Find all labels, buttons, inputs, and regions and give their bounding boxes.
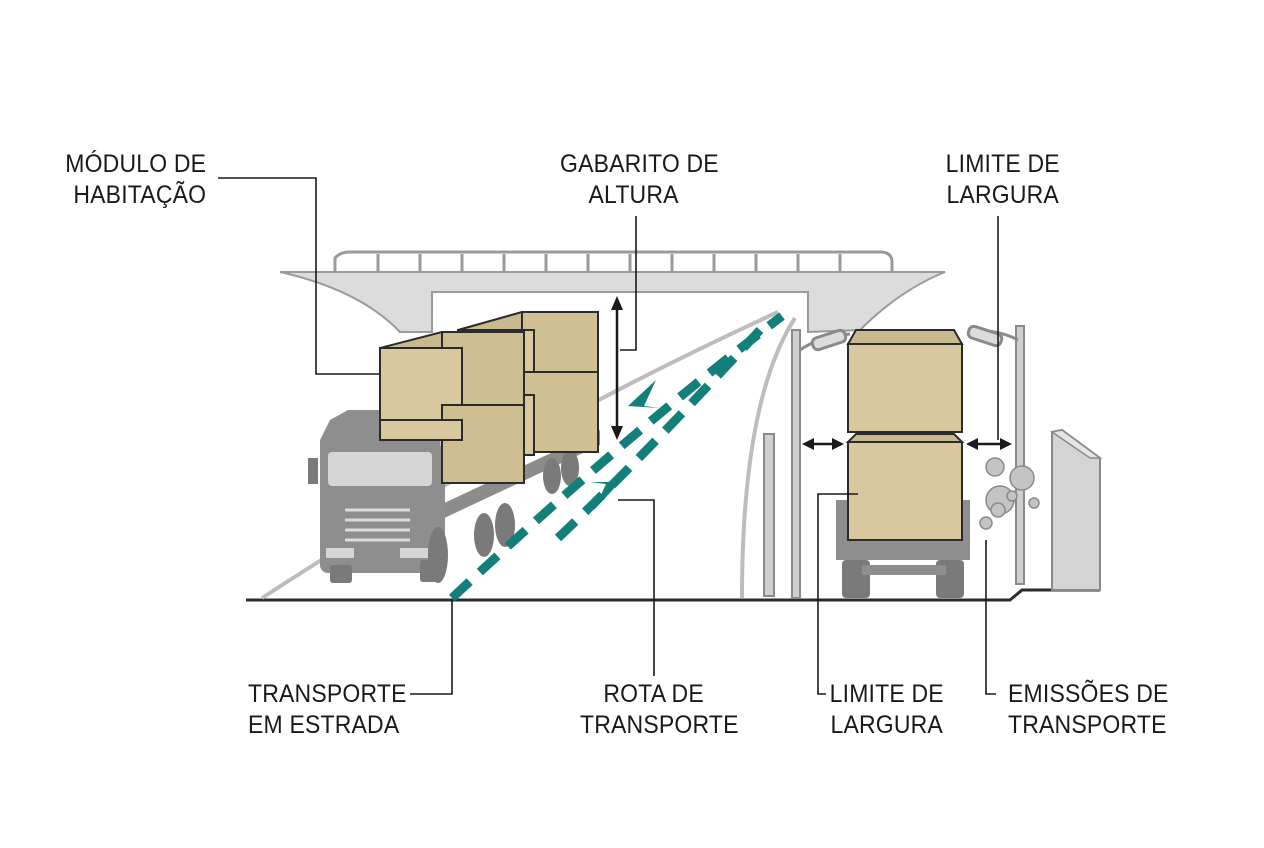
label-height-clearance: GABARITO DE ALTURA [560, 149, 719, 211]
height-clearance-arrow [611, 296, 623, 440]
bridge-icon [279, 250, 946, 334]
barrier-post [763, 433, 775, 597]
ground-line [246, 588, 1100, 602]
noise-wall [1050, 428, 1103, 591]
width-post-left [791, 329, 801, 599]
road-right-edge [740, 316, 797, 599]
label-road-transport-line2: EM ESTRADA [248, 711, 400, 739]
route-arrowhead-up [590, 482, 620, 510]
label-housing-module: MÓDULO DE HABITAÇÃO [65, 149, 206, 211]
housing-module-icon [379, 311, 599, 484]
label-width-limit-top-line2: LARGURA [946, 181, 1059, 209]
width-post-right [1015, 325, 1025, 585]
label-width-limit-top-line1: LIMITE DE [945, 150, 1060, 178]
label-transport-emissions-line2: TRANSPORTE [1008, 711, 1167, 739]
label-road-transport-line1: TRANSPORTE [248, 680, 407, 708]
label-transport-emissions: EMISSÕES DE TRANSPORTE [1008, 679, 1169, 741]
street-light-icon [799, 324, 1019, 352]
width-arrows [802, 438, 1012, 450]
label-housing-module-line2: HABITAÇÃO [73, 181, 206, 209]
label-road-transport: TRANSPORTE EM ESTRADA [248, 679, 407, 741]
housing-module-icon-right [845, 329, 965, 541]
route-arrow-icon [448, 312, 785, 602]
label-width-limit-bottom-line2: LARGURA [830, 711, 943, 739]
label-width-limit-top: LIMITE DE LARGURA [942, 149, 1063, 211]
route-arrowhead-down [628, 380, 660, 408]
label-width-limit-bottom: LIMITE DE LARGURA [826, 679, 947, 741]
label-transport-route: ROTA DE TRANSPORTE [580, 679, 739, 741]
label-height-clearance-line2: ALTURA [588, 181, 679, 209]
label-height-clearance-line1: GABARITO DE [560, 150, 719, 178]
emissions-icon [979, 457, 1040, 530]
label-transport-route-line2: TRANSPORTE [580, 711, 739, 739]
leader-lines [218, 177, 999, 695]
label-width-limit-bottom-line1: LIMITE DE [829, 680, 944, 708]
label-transport-emissions-line1: EMISSÕES DE [1008, 680, 1169, 708]
label-transport-route-line1: ROTA DE [603, 680, 704, 708]
label-housing-module-line1: MÓDULO DE [65, 150, 206, 178]
